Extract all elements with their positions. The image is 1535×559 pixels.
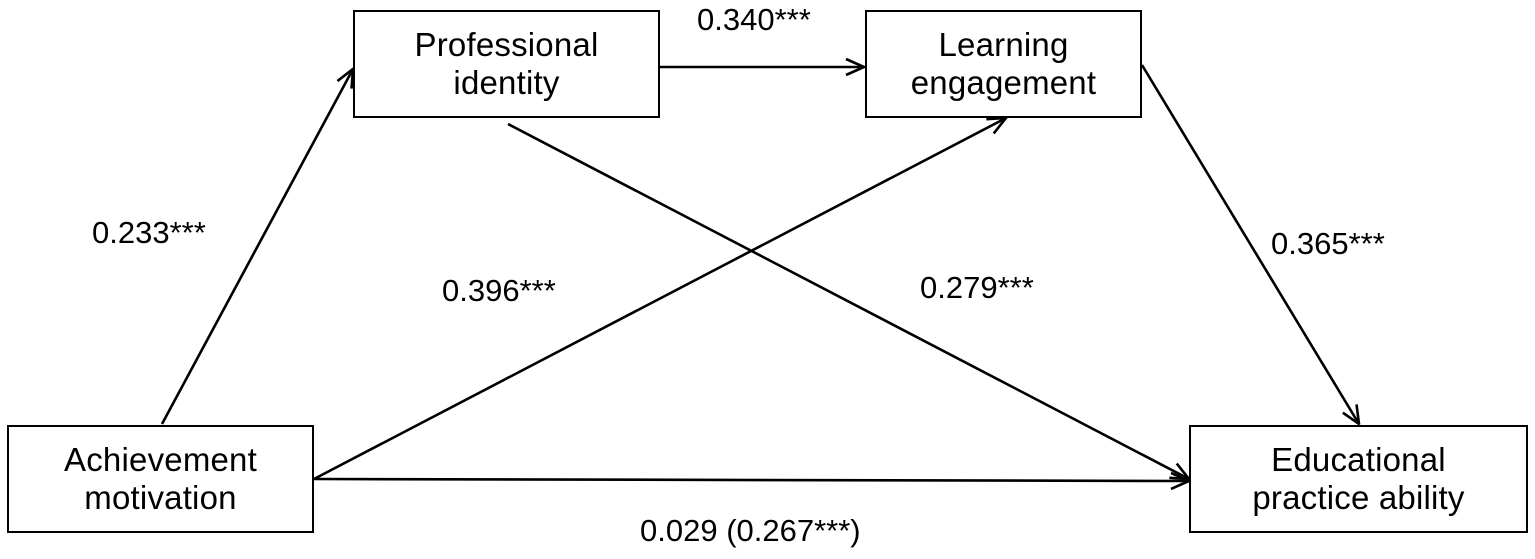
coef-pi-to-epa: 0.279***	[920, 270, 1034, 305]
coef-am-to-le: 0.396***	[442, 273, 556, 308]
node-achievement-motivation: Achievement motivation	[7, 425, 314, 533]
arrow-am-to-le	[313, 118, 1006, 481]
node-educational-practice-ability: Educational practice ability	[1189, 425, 1528, 533]
node-label-line2: engagement	[910, 64, 1097, 101]
node-label-line1: Achievement	[64, 441, 257, 478]
node-label-line2: identity	[453, 64, 560, 101]
arrow-am-to-epa	[313, 479, 1189, 481]
arrow-am-to-pi	[160, 69, 353, 425]
node-label-line1: Professional	[414, 26, 599, 63]
node-professional-identity: Professional identity	[353, 10, 660, 118]
coef-pi-to-le: 0.340***	[697, 2, 811, 37]
node-label-line2: motivation	[84, 479, 237, 516]
coef-am-to-epa: 0.029 (0.267***)	[640, 513, 861, 548]
node-label-line1: Learning	[938, 26, 1069, 63]
node-learning-engagement: Learning engagement	[865, 10, 1142, 118]
node-label-line2: practice ability	[1252, 479, 1465, 516]
coef-am-to-pi: 0.233***	[92, 215, 206, 250]
arrow-pi-to-epa	[507, 122, 1189, 479]
node-label-line1: Educational	[1271, 441, 1446, 478]
arrow-le-to-epa	[1140, 64, 1359, 424]
coef-le-to-epa: 0.365***	[1271, 226, 1385, 261]
